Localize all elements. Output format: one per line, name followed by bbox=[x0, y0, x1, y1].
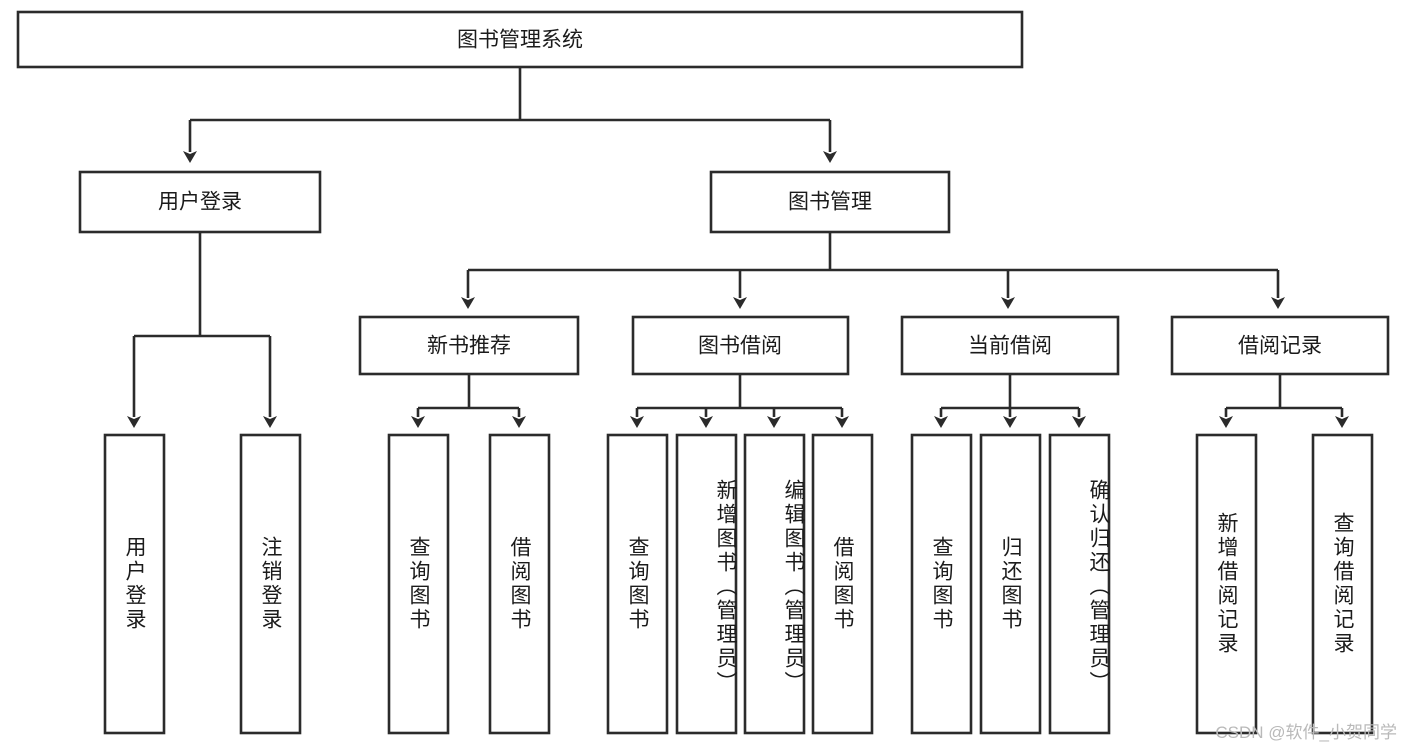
node-root-label: 图书管理系统 bbox=[457, 29, 583, 52]
leaf-box-query-book-3[interactable] bbox=[910, 433, 973, 735]
node-book-manage-label: 图书管理 bbox=[788, 191, 872, 214]
node-book-borrow[interactable]: 图书借阅 bbox=[631, 315, 850, 376]
node-user-login[interactable]: 用户登录 bbox=[78, 170, 322, 234]
leaf-boxes bbox=[103, 433, 1374, 735]
node-borrow-record[interactable]: 借阅记录 bbox=[1170, 315, 1390, 376]
node-current-borrow[interactable]: 当前借阅 bbox=[900, 315, 1120, 376]
leaf-box-query-book-2[interactable] bbox=[606, 433, 669, 735]
node-new-book-recommend[interactable]: 新书推荐 bbox=[358, 315, 580, 376]
leaf-box-query-record[interactable] bbox=[1311, 433, 1374, 735]
node-root[interactable]: 图书管理系统 bbox=[16, 10, 1024, 69]
node-book-borrow-label: 图书借阅 bbox=[698, 335, 782, 358]
connector-borrow-record-to-leaves bbox=[1219, 374, 1349, 428]
csdn-watermark: CSDN @软件_小贺同学 bbox=[1215, 723, 1397, 742]
connector-new-book-recommend-to-leaves bbox=[411, 374, 526, 428]
connector-user-login-to-leaves bbox=[127, 232, 277, 428]
leaf-box-borrow-book-1[interactable] bbox=[488, 433, 551, 735]
connector-book-borrow-to-leaves bbox=[630, 374, 849, 428]
leaf-box-query-book-1[interactable] bbox=[387, 433, 450, 735]
leaf-box-confirm-return[interactable] bbox=[1048, 433, 1111, 735]
leaf-box-user-login[interactable] bbox=[103, 433, 166, 735]
leaf-box-add-record[interactable] bbox=[1195, 433, 1258, 735]
node-current-borrow-label: 当前借阅 bbox=[968, 335, 1052, 358]
node-borrow-record-label: 借阅记录 bbox=[1238, 335, 1322, 358]
node-user-login-label: 用户登录 bbox=[158, 191, 242, 214]
node-book-manage[interactable]: 图书管理 bbox=[709, 170, 951, 234]
leaf-box-borrow-book-2[interactable] bbox=[811, 433, 874, 735]
connector-book-manage-to-level3 bbox=[461, 232, 1285, 309]
leaf-box-return-book[interactable] bbox=[979, 433, 1042, 735]
leaf-box-logout-login[interactable] bbox=[239, 433, 302, 735]
leaf-box-edit-book[interactable] bbox=[743, 433, 806, 735]
leaf-box-add-book[interactable] bbox=[675, 433, 738, 735]
connector-current-borrow-to-leaves bbox=[934, 374, 1086, 428]
connector-root-to-level2 bbox=[183, 67, 837, 163]
node-new-book-recommend-label: 新书推荐 bbox=[427, 335, 511, 358]
